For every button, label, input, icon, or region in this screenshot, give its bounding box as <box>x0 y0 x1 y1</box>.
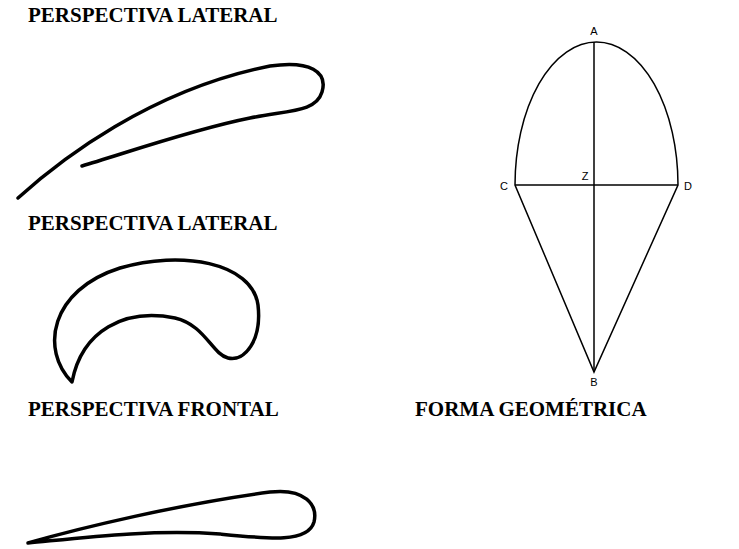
leaf-side-view <box>18 64 323 198</box>
axis-vertical <box>593 42 595 372</box>
leaf-front-view <box>28 491 315 543</box>
view-title: PERSPECTIVA FRONTAL <box>28 398 279 421</box>
leaf-curled-view <box>55 260 259 382</box>
point-label: A <box>590 25 597 37</box>
view-title: FORMA GEOMÉTRICA <box>415 398 647 421</box>
view-title: PERSPECTIVA LATERAL <box>28 212 278 235</box>
point-label: B <box>590 376 597 388</box>
axis-horizontal <box>515 184 678 186</box>
teardrop-outline <box>515 42 678 372</box>
point-label: Z <box>582 170 589 182</box>
point-label: D <box>684 180 692 192</box>
point-label: C <box>500 180 508 192</box>
view-title: PERSPECTIVA LATERAL <box>28 4 278 27</box>
